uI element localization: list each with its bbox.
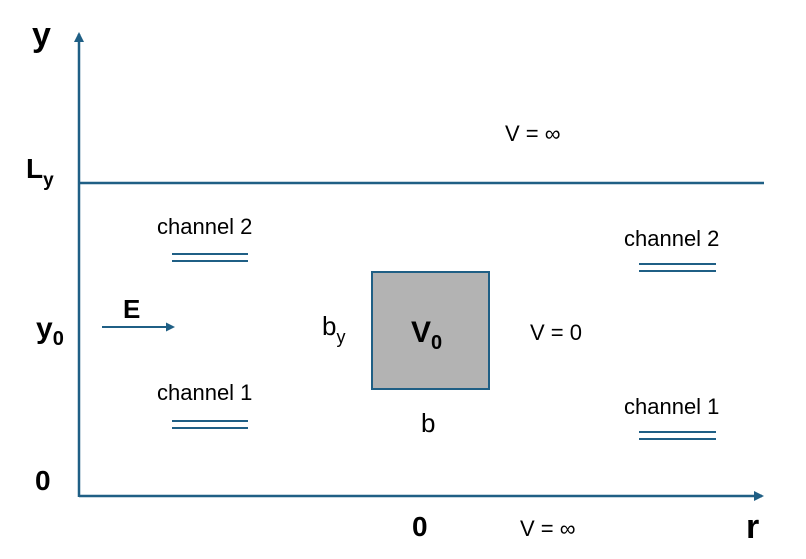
y-tick-Ly-sub: y bbox=[43, 170, 54, 191]
box-width-label: b bbox=[421, 408, 435, 438]
x-axis-label: r bbox=[746, 508, 759, 546]
potential-bottom-label: V = ∞ bbox=[520, 516, 575, 541]
box-height-main: b bbox=[322, 311, 336, 341]
y-tick-Ly: Ly bbox=[26, 153, 54, 191]
y-tick-y0: y0 bbox=[36, 312, 64, 350]
channel-left-upper-lines bbox=[172, 253, 248, 262]
y-tick-y0-sub: 0 bbox=[53, 328, 64, 350]
potential-inside-label: V = 0 bbox=[530, 320, 582, 345]
field-label: E bbox=[123, 294, 140, 324]
channel-right-lower-lines bbox=[639, 431, 716, 440]
channel-right-upper-label: channel 2 bbox=[624, 226, 719, 251]
obstacle-box bbox=[371, 271, 490, 390]
y-tick-zero: 0 bbox=[35, 465, 51, 496]
y-tick-Ly-main: L bbox=[26, 153, 43, 184]
box-potential-label: V0 bbox=[411, 316, 442, 354]
y-axis-label: y bbox=[32, 16, 51, 54]
x-tick-zero: 0 bbox=[412, 511, 428, 542]
box-height-sub: y bbox=[336, 327, 345, 347]
channel-right-lower-label: channel 1 bbox=[624, 394, 719, 419]
channel-left-upper-label: channel 2 bbox=[157, 214, 252, 239]
channel-right-upper-lines bbox=[639, 263, 716, 272]
channel-left-lower-label: channel 1 bbox=[157, 380, 252, 405]
box-potential-main: V bbox=[411, 316, 431, 349]
potential-top-label: V = ∞ bbox=[505, 121, 560, 146]
y-tick-y0-main: y bbox=[36, 312, 53, 345]
box-height-label: by bbox=[322, 311, 345, 347]
channel-left-lower-lines bbox=[172, 420, 248, 429]
box-potential-sub: 0 bbox=[431, 332, 442, 354]
